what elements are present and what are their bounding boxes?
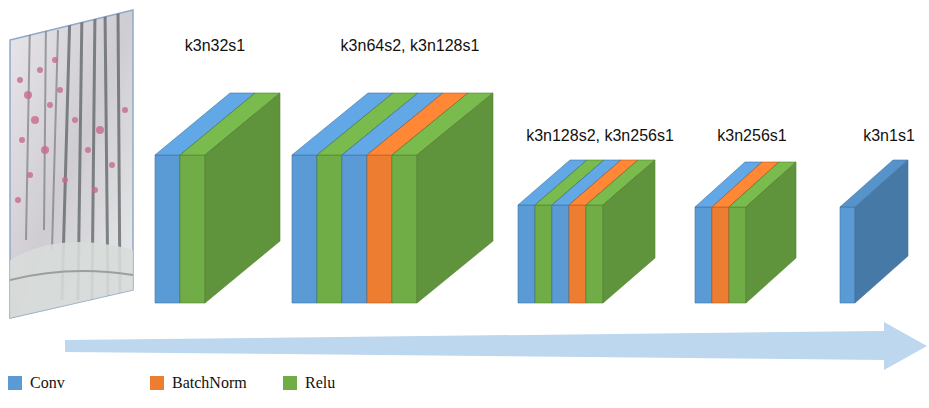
legend-swatch [150, 376, 164, 390]
layer-face [569, 205, 586, 303]
legend-item: Conv [8, 374, 65, 392]
layer-slabs [695, 126, 796, 303]
layer-face [535, 205, 552, 303]
legend-item: Relu [283, 374, 335, 392]
layer-group: k3n64s2, k3n128s1 [292, 36, 493, 303]
layer-face [840, 207, 855, 303]
layer-face [746, 162, 796, 303]
layer-slabs [840, 126, 908, 303]
layer-face [552, 205, 569, 303]
layer-face [367, 155, 392, 303]
layer-face [392, 155, 417, 303]
layer-face [712, 207, 729, 303]
layer-face [342, 155, 367, 303]
legend-swatch [8, 376, 22, 390]
layer-spec: k3n32s1 [185, 36, 246, 56]
layer-face [695, 207, 712, 303]
legend-label: BatchNorm [172, 374, 247, 392]
layer-slabs [155, 36, 280, 303]
layer-slabs [292, 36, 493, 303]
layer-face [292, 155, 317, 303]
layer-face [729, 207, 746, 303]
layer-group: k3n256s1 [695, 126, 796, 303]
layer-spec: k3n256s1 [717, 126, 786, 146]
layer-spec: k3n1s1 [863, 126, 915, 146]
layer-spec: k3n64s2, k3n128s1 [341, 36, 480, 56]
layer-face [317, 155, 342, 303]
layer-face [180, 155, 205, 303]
flow-arrow [65, 322, 927, 370]
layer-face [855, 160, 908, 303]
layer-group: k3n32s1 [155, 36, 280, 303]
layer-slabs [518, 126, 655, 303]
legend-label: Conv [30, 374, 65, 392]
layer-face [586, 205, 603, 303]
input-painting [10, 10, 133, 330]
legend-swatch [283, 376, 297, 390]
layer-face [417, 93, 493, 303]
legend-item: BatchNorm [150, 374, 247, 392]
layer-group: k3n1s1 [840, 126, 908, 303]
layer-group: k3n128s2, k3n256s1 [518, 126, 655, 303]
layer-face [518, 205, 535, 303]
layer-face [205, 93, 280, 303]
layer-face [155, 155, 180, 303]
legend-label: Relu [305, 374, 335, 392]
layer-face [603, 160, 655, 303]
layer-spec: k3n128s2, k3n256s1 [526, 126, 674, 146]
